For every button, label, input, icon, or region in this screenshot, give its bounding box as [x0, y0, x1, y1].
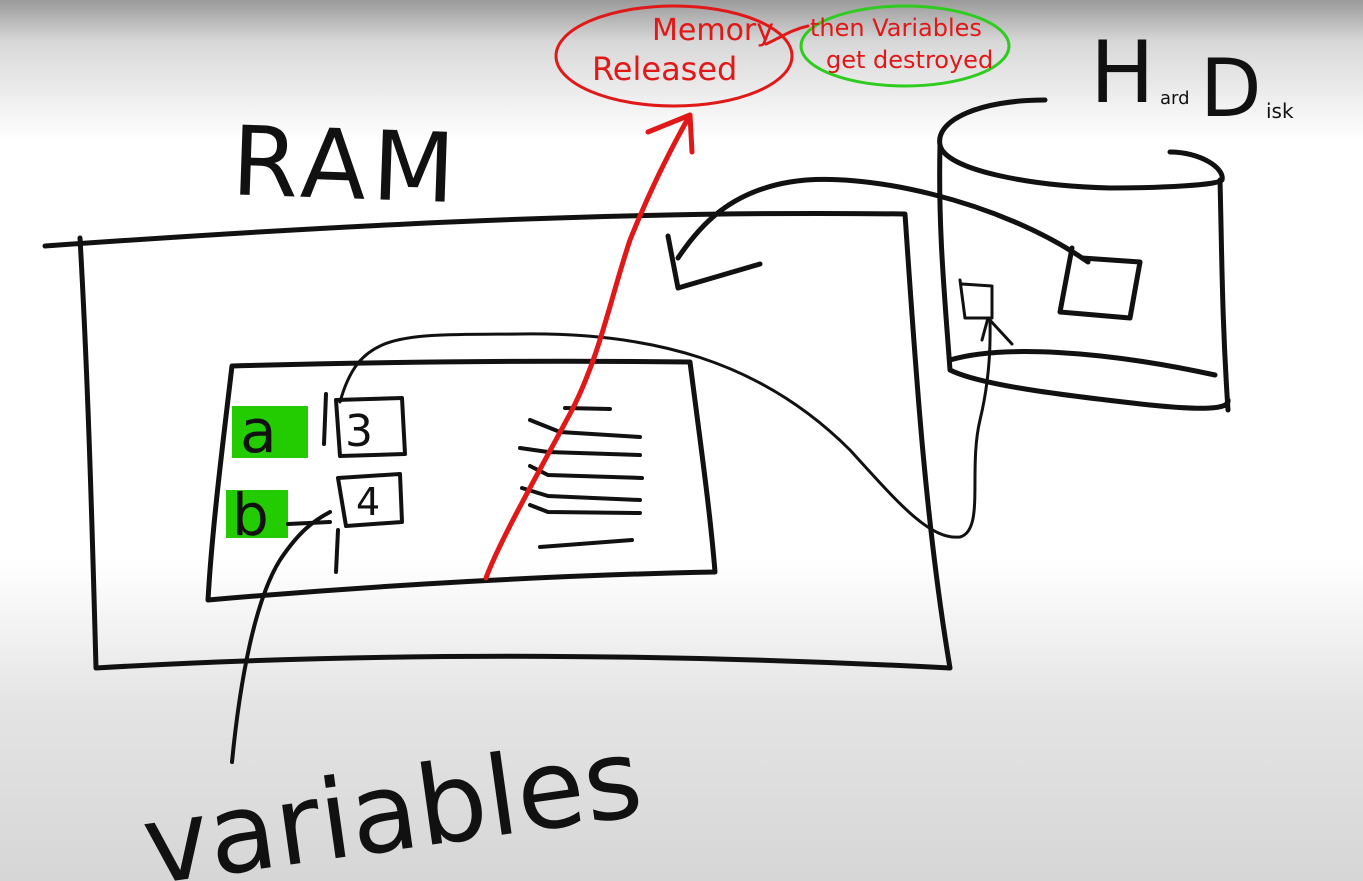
- then-variables-text: then Variables: [810, 14, 982, 42]
- memory-released-ellipse: [554, 4, 794, 108]
- value-box-b: [286, 472, 404, 574]
- bottom-shading: [0, 560, 1363, 881]
- hard-suffix: ard: [1160, 88, 1190, 109]
- program-box: [205, 358, 718, 603]
- variables-pointer-line: [230, 510, 332, 764]
- get-destroyed-text: get destroyed: [826, 46, 993, 74]
- disk-letter-d: D: [1200, 42, 1262, 135]
- disk-box-small: [958, 278, 994, 320]
- variables-destroyed-ellipse: [799, 4, 1011, 88]
- highlight-a: [232, 406, 308, 458]
- ram-label: RAM: [230, 105, 463, 225]
- var-a-label: a: [240, 397, 277, 467]
- curve-disk-to-ram: [675, 176, 1091, 265]
- hard-disk-cylinder: [937, 97, 1231, 413]
- released-text: Released: [592, 50, 737, 88]
- value-b-text: 4: [356, 480, 380, 524]
- var-b-label: b: [232, 481, 269, 549]
- release-arrow: [483, 112, 693, 581]
- hard-letter-h: H: [1090, 23, 1155, 123]
- ram-box: [42, 210, 953, 671]
- arrow-to-disk-box: [980, 316, 1014, 346]
- disk-suffix: isk: [1266, 99, 1294, 123]
- variables-label: variables: [135, 714, 649, 881]
- arrowhead-into-ram: [665, 233, 763, 291]
- value-a-text: 3: [345, 406, 373, 457]
- link-curve-to-disk: [338, 316, 992, 539]
- memory-text: Memory: [652, 13, 774, 48]
- release-arrowhead: [645, 112, 695, 155]
- red-connector: [764, 24, 810, 46]
- disk-box-large: [1057, 245, 1143, 321]
- value-box-a: [322, 392, 407, 458]
- highlight-b: [226, 490, 288, 538]
